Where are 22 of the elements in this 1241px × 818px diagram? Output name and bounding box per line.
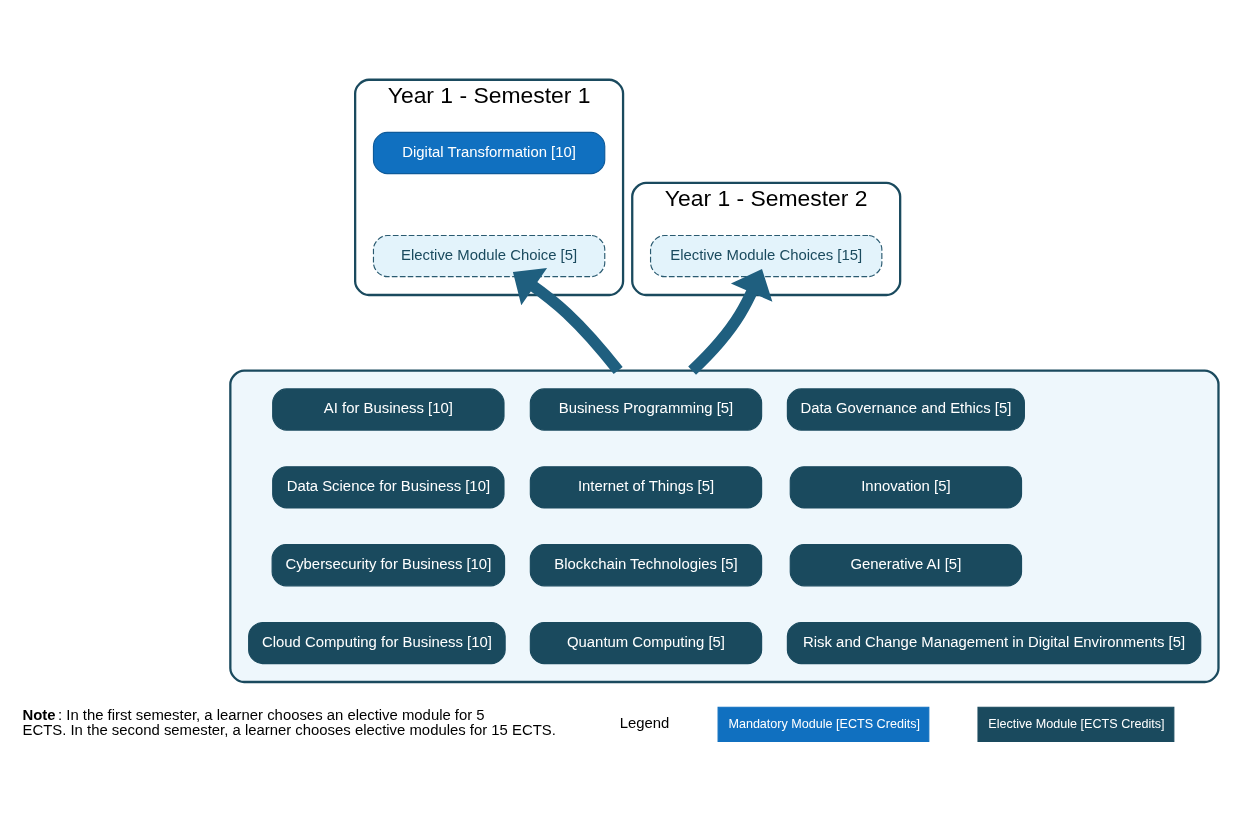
node-box: Blockchain Technologies [5] [529,543,763,586]
node-box: Digital Transformation [10] [372,131,606,174]
label: Legend [619,714,670,731]
node-box: Quantum Computing [5] [529,621,763,664]
node-box: Elective Module Choice [5] [372,234,606,277]
node-box: Cloud Computing for Business [10] [248,621,506,664]
label: Note: In the first semester, a learner chooses an elective module for 5 ECTS. In the second semester, a learner chooses elective modules for 15 ECTS. [22,706,556,738]
legend-label: Mandatory Module [ECTS Credits] [728,716,920,731]
node-box: Internet of Things [5] [529,465,763,509]
node-box: Data Governance and Ethics [5] [786,387,1025,431]
node-box: Business Programming [5] [529,387,763,431]
node-box: Data Science for Business [10] [272,465,505,509]
node-box: AI for Business [10] [272,387,505,431]
arrow [688,268,773,375]
node-box: Elective Module Choices [15] [650,234,883,277]
node-box: Generative AI [5] [789,543,1023,586]
legend-label: Elective Module [ECTS Credits] [988,716,1165,731]
node-box: Innovation [5] [789,465,1023,509]
node-box: Cybersecurity for Business [10] [271,543,506,586]
node-box: Risk and Change Management in Digital Environments [5] [786,621,1202,664]
cluster [229,368,1220,683]
arrow [512,267,623,374]
